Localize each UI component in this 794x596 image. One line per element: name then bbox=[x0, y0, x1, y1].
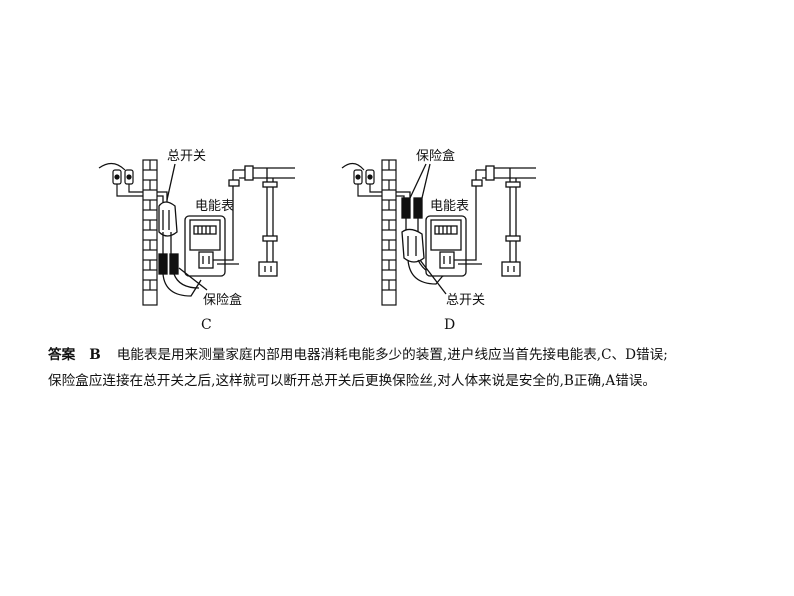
figure-caption: C bbox=[201, 317, 212, 333]
label-main-switch: 总开关 bbox=[167, 149, 207, 164]
wiring-diagram-c-drawing bbox=[98, 159, 295, 306]
answer-explanation: 答案 B 电能表是用来测量家庭内部用电器消耗电能多少的装置,进户线应当首先接电能表,… bbox=[48, 342, 758, 394]
figure-caption: D bbox=[444, 317, 456, 333]
answer-line-2: 保险盒应连接在总开关之后,这样就可以断开总开关后更换保险丝,对人体来说是安全的,… bbox=[48, 368, 758, 394]
answer-choice: B bbox=[89, 347, 101, 363]
answer-heading: 答案 bbox=[48, 347, 76, 363]
label-main-switch: 总开关 bbox=[446, 293, 486, 308]
wiring-diagram-d-drawing bbox=[341, 159, 536, 306]
label-meter: 电能表 bbox=[430, 199, 470, 214]
label-fuse-box: 保险盒 bbox=[203, 293, 243, 308]
label-fuse-box: 保险盒 bbox=[416, 149, 456, 164]
label-meter: 电能表 bbox=[195, 199, 235, 214]
wiring-diagram-d: 保险盒 电能表 总开关 D bbox=[340, 148, 540, 338]
wiring-diagram-c: 总开关 电能表 保险盒 C bbox=[95, 148, 295, 338]
answer-text-2: 保险盒应连接在总开关之后,这样就可以断开总开关后更换保险丝,对人体来说是安全的,… bbox=[48, 373, 657, 389]
answer-line-1: 答案 B 电能表是用来测量家庭内部用电器消耗电能多少的装置,进户线应当首先接电能表,… bbox=[48, 342, 758, 368]
answer-text-1: 电能表是用来测量家庭内部用电器消耗电能多少的装置,进户线应当首先接电能表,C、D… bbox=[116, 347, 668, 363]
